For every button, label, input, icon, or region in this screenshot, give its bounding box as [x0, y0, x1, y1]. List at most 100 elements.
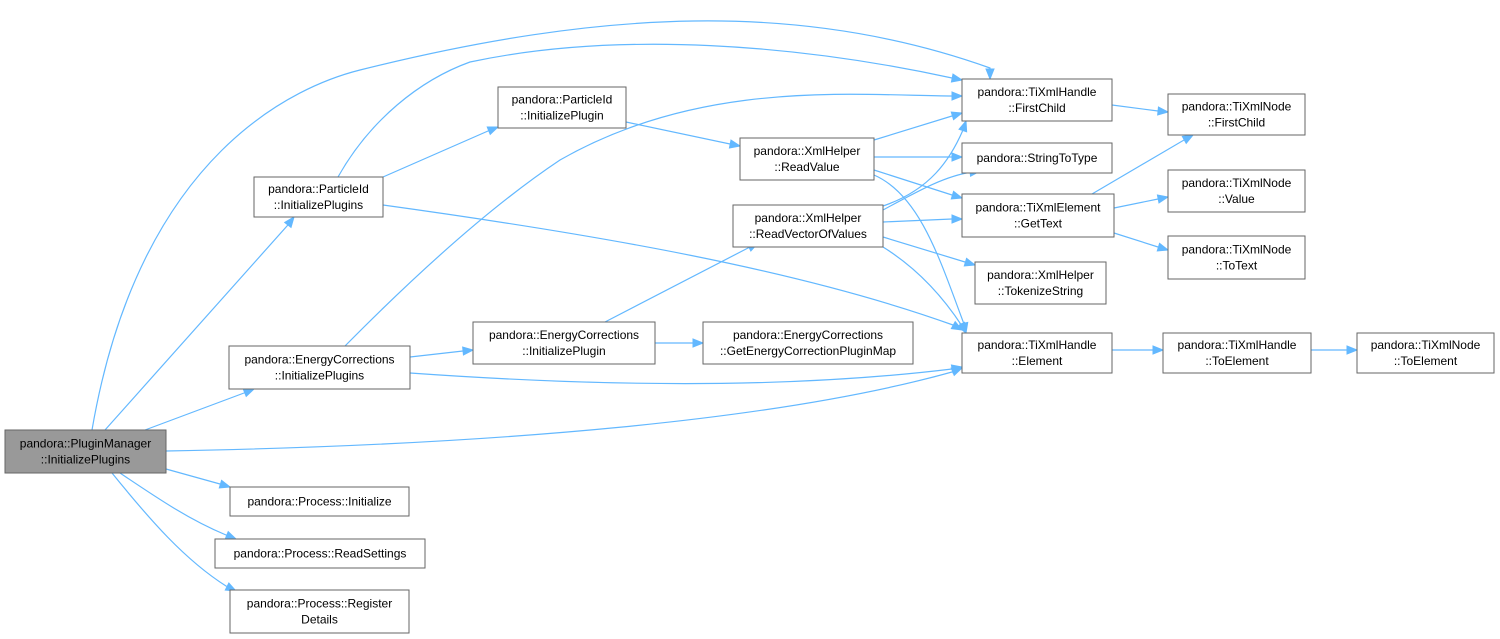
- node-label-line: pandora::EnergyCorrections: [733, 328, 883, 342]
- node-label-line: pandora::EnergyCorrections: [244, 353, 394, 367]
- arrowhead-pid_plugins-to-pid_plugin: [486, 126, 500, 136]
- arrowhead-ec_plugins-to-handle_firstchild: [951, 91, 964, 101]
- arrowhead-element_gettext-to-node_totext: [1156, 242, 1170, 252]
- node-box: [961, 78, 1113, 122]
- node-label-line: pandora::Process::ReadSettings: [234, 547, 407, 561]
- node-label-line: ::ToText: [1216, 259, 1258, 273]
- node-xml-tokenize[interactable]: pandora::XmlHelper::TokenizeString: [974, 261, 1107, 305]
- edge-pid_plugin-to-xml_readvalue: [625, 121, 731, 145]
- arrowhead-xml_readvalue-to-handle_firstchild: [950, 111, 964, 121]
- node-box: [732, 204, 884, 248]
- node-node-firstchild[interactable]: pandora::TiXmlNode::FirstChild: [1167, 93, 1306, 136]
- node-label-line: ::InitializePlugin: [522, 344, 605, 358]
- arrowhead-root-to-ec_plugins: [242, 388, 256, 398]
- edge-root-to-proc_init: [165, 468, 221, 485]
- node-label-line: ::InitializePlugins: [274, 198, 363, 212]
- node-pid-plugin[interactable]: pandora::ParticleId::InitializePlugin: [497, 86, 627, 129]
- node-node-totext[interactable]: pandora::TiXmlNode::ToText: [1167, 235, 1306, 280]
- arrowhead-xml_readvector-to-xml_tokenize: [963, 257, 977, 267]
- node-label-line: pandora::StringToType: [977, 151, 1098, 165]
- node-root[interactable]: pandora::PluginManager::InitializePlugin…: [4, 429, 167, 474]
- node-label-line: ::FirstChild: [1008, 101, 1065, 115]
- node-label-line: ::Element: [1012, 354, 1063, 368]
- node-ec-plugins[interactable]: pandora::EnergyCorrections::InitializePl…: [228, 345, 411, 390]
- node-label-line: pandora::TiXmlElement: [976, 201, 1102, 215]
- node-string-to-type[interactable]: pandora::StringToType: [961, 142, 1113, 174]
- edge-xml_readvector-to-xml_tokenize: [882, 236, 966, 263]
- node-box: [229, 486, 410, 517]
- node-proc-init[interactable]: pandora::Process::Initialize: [229, 486, 410, 517]
- arrowhead-pid_plugins-to-handle_firstchild: [950, 73, 964, 83]
- node-pid-plugins[interactable]: pandora::ParticleId::InitializePlugins: [253, 176, 384, 218]
- arrowhead-element_gettext-to-node_value: [1156, 194, 1170, 204]
- edge-root-to-handle_firstchild: [91, 20, 991, 431]
- node-box: [228, 345, 411, 390]
- node-label-line: ::GetText: [1014, 217, 1063, 231]
- arrowhead-root-to-proc_init: [218, 479, 232, 489]
- node-box: [4, 429, 167, 474]
- node-label-line: ::ToElement: [1394, 354, 1458, 368]
- node-node-value[interactable]: pandora::TiXmlNode::Value: [1167, 169, 1306, 213]
- node-proc-read[interactable]: pandora::Process::ReadSettings: [214, 538, 426, 569]
- node-box: [961, 332, 1113, 374]
- arrowhead-element_gettext-to-node_firstchild: [1181, 134, 1195, 145]
- edge-ec_plugins-to-ec_plugin: [409, 350, 464, 358]
- arrowhead-pid_plugin-to-xml_readvalue: [728, 139, 742, 149]
- node-node-toelement[interactable]: pandora::TiXmlNode::ToElement: [1356, 332, 1495, 374]
- node-label-line: pandora::Process::Initialize: [247, 495, 391, 509]
- node-label-line: pandora::EnergyCorrections: [489, 328, 639, 342]
- arrowhead-xml_readvector-to-handle_firstchild: [958, 119, 968, 133]
- node-label-line: pandora::TiXmlHandle: [978, 85, 1097, 99]
- node-label-line: ::ReadValue: [774, 160, 839, 174]
- node-label-line: pandora::XmlHelper: [987, 268, 1094, 282]
- node-box: [253, 176, 384, 218]
- node-box: [1162, 332, 1312, 374]
- node-handle-toelement[interactable]: pandora::TiXmlHandle::ToElement: [1162, 332, 1312, 374]
- edge-xml_readvector-to-handle_element: [882, 246, 963, 327]
- node-box: [739, 137, 875, 181]
- node-element-gettext[interactable]: pandora::TiXmlElement::GetText: [961, 193, 1115, 238]
- node-ec-map[interactable]: pandora::EnergyCorrections::GetEnergyCor…: [702, 321, 914, 365]
- edge-xml_readvalue-to-handle_firstchild: [873, 115, 953, 141]
- arrowhead-xml_readvalue-to-element_gettext: [950, 190, 964, 200]
- node-label-line: ::InitializePlugin: [520, 109, 603, 123]
- arrowhead-root-to-handle_firstchild: [985, 68, 995, 81]
- node-xml-readvalue[interactable]: pandora::XmlHelper::ReadValue: [739, 137, 875, 181]
- arrowhead-ec_plugins-to-handle_element: [950, 364, 964, 374]
- edge-xml_readvalue-to-handle_element: [873, 174, 965, 325]
- node-box: [229, 589, 410, 634]
- node-box: [1167, 235, 1306, 280]
- node-box: [1167, 93, 1306, 136]
- call-nodes: pandora::PluginManager::InitializePlugin…: [4, 78, 1495, 634]
- node-label-line: pandora::TiXmlHandle: [978, 338, 1097, 352]
- edge-element_gettext-to-node_totext: [1113, 232, 1159, 248]
- call-edges: [91, 20, 1359, 592]
- node-box: [961, 142, 1113, 174]
- node-label-line: pandora::XmlHelper: [755, 211, 862, 225]
- edge-ec_plugin-to-xml_readvector: [604, 246, 750, 323]
- edge-root-to-proc_reg: [111, 472, 228, 588]
- arrowhead-handle_toelement-to-node_toelement: [1346, 345, 1359, 355]
- node-handle-firstchild[interactable]: pandora::TiXmlHandle::FirstChild: [961, 78, 1113, 122]
- arrowhead-root-to-proc_read: [224, 530, 238, 540]
- node-box: [702, 321, 914, 365]
- arrowhead-xml_readvalue-to-string_to_type: [951, 152, 964, 162]
- edge-xml_readvector-to-handle_firstchild: [882, 129, 964, 207]
- edge-xml_readvector-to-element_gettext: [882, 218, 953, 223]
- node-box: [214, 538, 426, 569]
- node-xml-readvector[interactable]: pandora::XmlHelper::ReadVectorOfValues: [732, 204, 884, 248]
- node-label-line: pandora::TiXmlNode: [1371, 338, 1481, 352]
- node-label-line: pandora::XmlHelper: [754, 144, 861, 158]
- node-label-line: Details: [301, 613, 338, 627]
- node-ec-plugin[interactable]: pandora::EnergyCorrections::InitializePl…: [472, 321, 656, 365]
- edge-pid_plugins-to-handle_firstchild: [337, 43, 953, 178]
- node-label-line: ::ToElement: [1205, 354, 1269, 368]
- node-label-line: ::Value: [1218, 192, 1255, 206]
- node-handle-element[interactable]: pandora::TiXmlHandle::Element: [961, 332, 1113, 374]
- edge-root-to-handle_element: [165, 371, 953, 452]
- node-label-line: ::InitializePlugins: [275, 369, 364, 383]
- node-label-line: pandora::PluginManager: [20, 437, 151, 451]
- arrowhead-root-to-pid_plugins: [283, 215, 295, 229]
